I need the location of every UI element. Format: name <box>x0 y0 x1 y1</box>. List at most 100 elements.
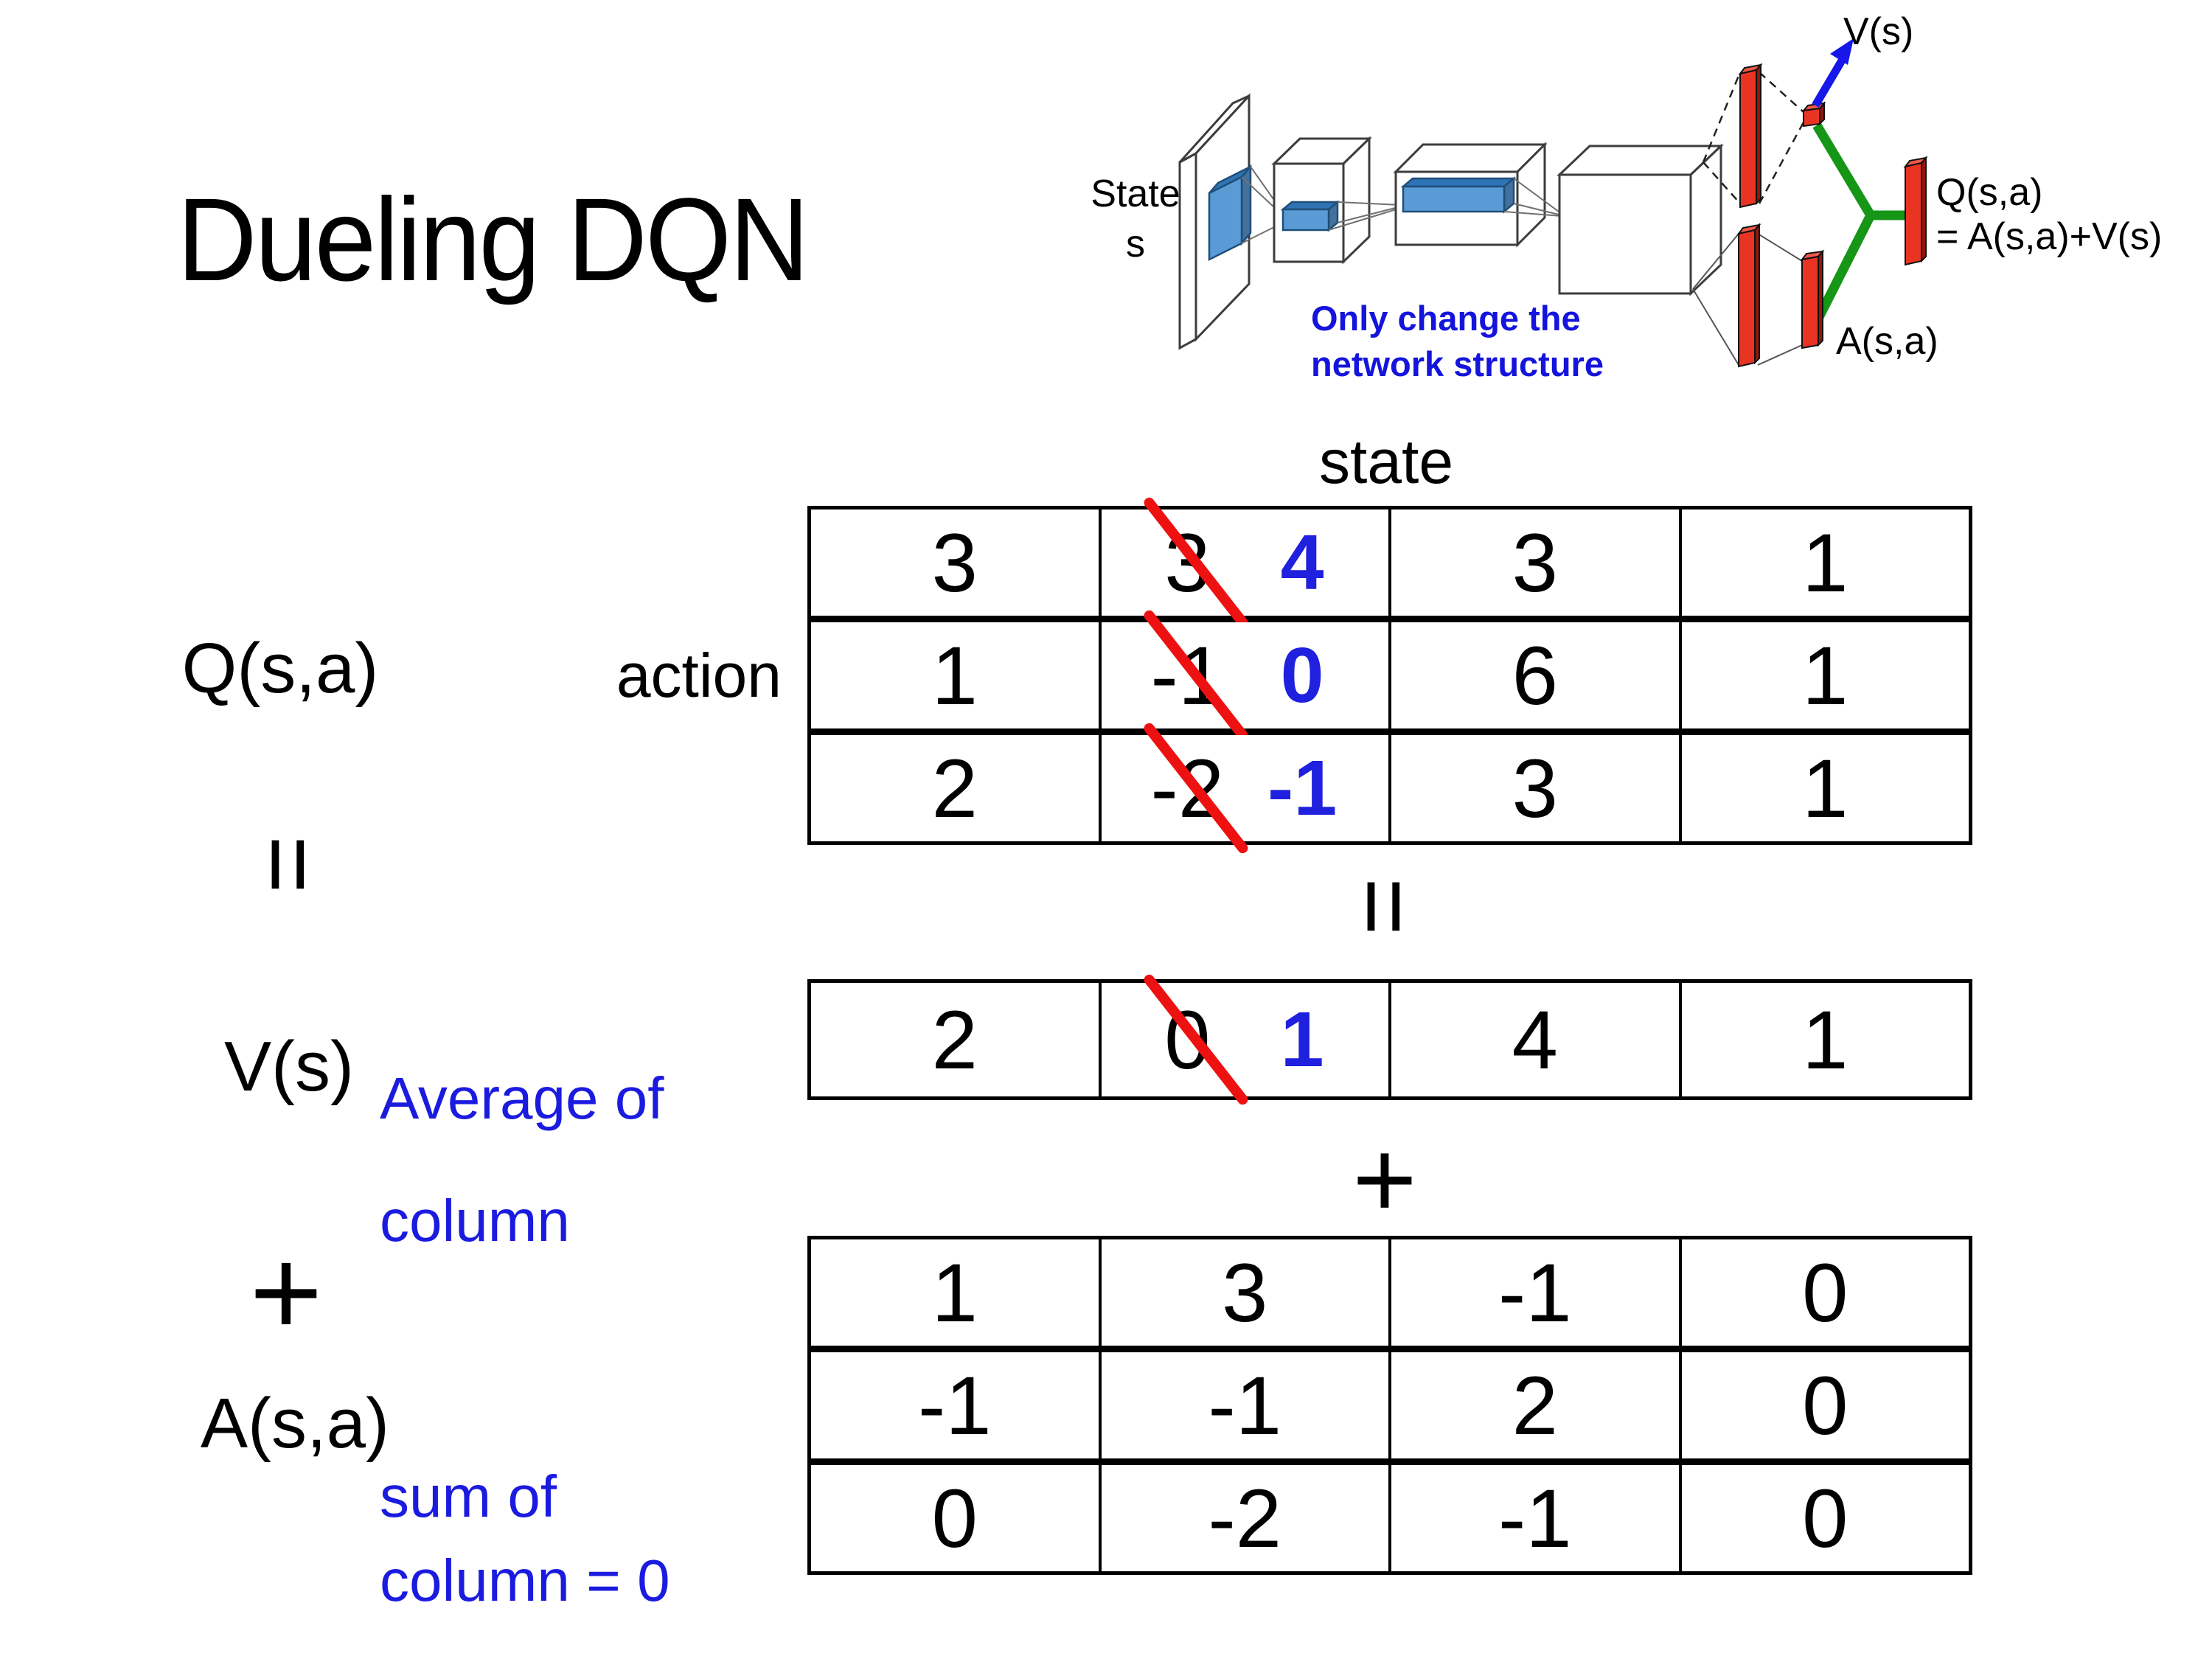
cell-value: 1 <box>931 1246 978 1339</box>
action-label: action <box>616 641 782 710</box>
feature-bar-2 <box>1400 176 1517 214</box>
cell-value: 3 <box>1512 516 1558 609</box>
table-cell: 1 <box>1681 735 1969 841</box>
cell-value: 3 <box>1512 742 1558 835</box>
crossed-old-value: -1 <box>1150 629 1225 722</box>
table-cell: 3 <box>811 509 1099 616</box>
crossed-old-value: -2 <box>1150 742 1225 835</box>
corrected-new-value: -1 <box>1267 744 1338 832</box>
table-cell: 0 <box>811 1465 1099 1571</box>
table-cell: -1 0 <box>1101 608 1388 742</box>
diagram-note-line2: network structure <box>1311 344 1604 383</box>
advantage-node <box>1800 249 1825 349</box>
table-cell: -2 -1 <box>1101 721 1388 855</box>
diagram-asa-label: A(s,a) <box>1836 320 1938 363</box>
q-function-label: Q(s,a) <box>181 629 379 708</box>
diagram-q-label-line1: Q(s,a) <box>1936 171 2042 214</box>
table-cell: -1 <box>1391 1465 1679 1571</box>
diagram-vs-label: V(s) <box>1843 10 1913 53</box>
cell-value: -1 <box>917 1359 992 1452</box>
table-cell: -1 <box>811 1352 1099 1458</box>
cell-value: 3 <box>1222 1246 1268 1339</box>
combine-stream-green <box>1810 122 1907 328</box>
corrected-new-value: 4 <box>1280 518 1324 606</box>
cell-value: -2 <box>1208 1472 1282 1565</box>
table-cell: 0 <box>1681 1352 1969 1458</box>
table-cell: -2 <box>1101 1465 1388 1571</box>
cell-value: 6 <box>1512 629 1558 722</box>
table-cell: 2 <box>811 983 1099 1096</box>
table-cell: 2 <box>1391 1352 1679 1458</box>
diagram-state-label: State <box>1091 173 1180 215</box>
corrected-new-value: 1 <box>1280 995 1324 1083</box>
advantage-stream-lines <box>1692 233 1803 366</box>
table-cell: 1 <box>1681 622 1969 728</box>
table-cell: -1 <box>1101 1352 1388 1458</box>
table-cell: -1 <box>1391 1239 1679 1346</box>
cell-value: -1 <box>1498 1472 1572 1565</box>
cell-value: 2 <box>931 993 978 1086</box>
fc-box <box>1557 143 1724 296</box>
table-cell: 0 <box>1681 1465 1969 1571</box>
cell-value: 0 <box>1802 1359 1848 1452</box>
a-function-label: A(s,a) <box>200 1384 390 1463</box>
v-function-label: V(s) <box>224 1027 354 1106</box>
diagram-q-label-line2: = A(s,a)+V(s) <box>1936 215 2162 258</box>
cell-value: -1 <box>1208 1359 1282 1452</box>
corrected-new-value: 0 <box>1280 631 1324 719</box>
table-cell: 2 <box>811 735 1099 841</box>
cell-value: 4 <box>1512 993 1558 1086</box>
a-table: 1 3 -1 0 -1 -1 2 0 0 -2 -1 0 <box>807 1236 1972 1575</box>
table-cell: 3 <box>1101 1239 1388 1346</box>
table-cell: 3 <box>1391 509 1679 616</box>
table-cell: 3 <box>1391 735 1679 841</box>
cell-value: 1 <box>1802 516 1848 609</box>
diagram-note-line1: Only change the <box>1311 299 1581 338</box>
value-arrow <box>1812 38 1854 108</box>
table-cell: 6 <box>1391 622 1679 728</box>
hidden-bar-bottom <box>1736 223 1761 368</box>
sum-note-line1: sum of <box>380 1464 557 1529</box>
cell-value: 0 <box>1802 1246 1848 1339</box>
cell-value: 3 <box>931 516 978 609</box>
cell-value: 2 <box>931 742 978 835</box>
value-node <box>1801 101 1826 128</box>
diagram-state-s-label: s <box>1126 223 1145 265</box>
q-output-bar <box>1903 156 1928 266</box>
conv-box-1 <box>1271 136 1372 265</box>
network-diagram: State s V(s) Q(s,a) = A(s,a)+V(s) A(s,a)… <box>1091 10 2162 383</box>
equals-symbol-center: = <box>1329 877 1441 936</box>
feature-bar-1 <box>1280 200 1340 232</box>
table-cell: 1 <box>811 622 1099 728</box>
average-note-line1: Average of <box>380 1065 664 1131</box>
table-cell: 4 <box>1391 983 1679 1096</box>
cell-value: 2 <box>1512 1359 1558 1452</box>
cell-value: 0 <box>931 1472 978 1565</box>
cell-value: 1 <box>1802 993 1848 1086</box>
plus-symbol-left: + <box>249 1222 323 1363</box>
table-cell: 1 <box>1681 509 1969 616</box>
cell-value: 1 <box>931 629 978 722</box>
plus-symbol-center: + <box>1352 1117 1417 1241</box>
conv-filter-1 <box>1208 164 1252 262</box>
hidden-bar-top <box>1738 63 1763 209</box>
sum-note-line2: column = 0 <box>380 1548 670 1613</box>
cell-value: 1 <box>1802 629 1848 722</box>
table-cell: 0 <box>1681 1239 1969 1346</box>
cell-value: 0 <box>1802 1472 1848 1565</box>
slide-title: Dueling DQN <box>177 173 810 305</box>
table-cell: 1 <box>1681 983 1969 1096</box>
cell-value: 1 <box>1802 742 1848 835</box>
projection-lines-3 <box>1503 178 1562 217</box>
table-cell: 1 <box>811 1239 1099 1346</box>
equals-symbol-left: = <box>233 835 345 894</box>
projection-lines-2 <box>1328 201 1402 231</box>
cell-value: -1 <box>1498 1246 1572 1339</box>
average-note-line2: column <box>380 1188 570 1253</box>
state-header: state <box>1318 427 1454 496</box>
